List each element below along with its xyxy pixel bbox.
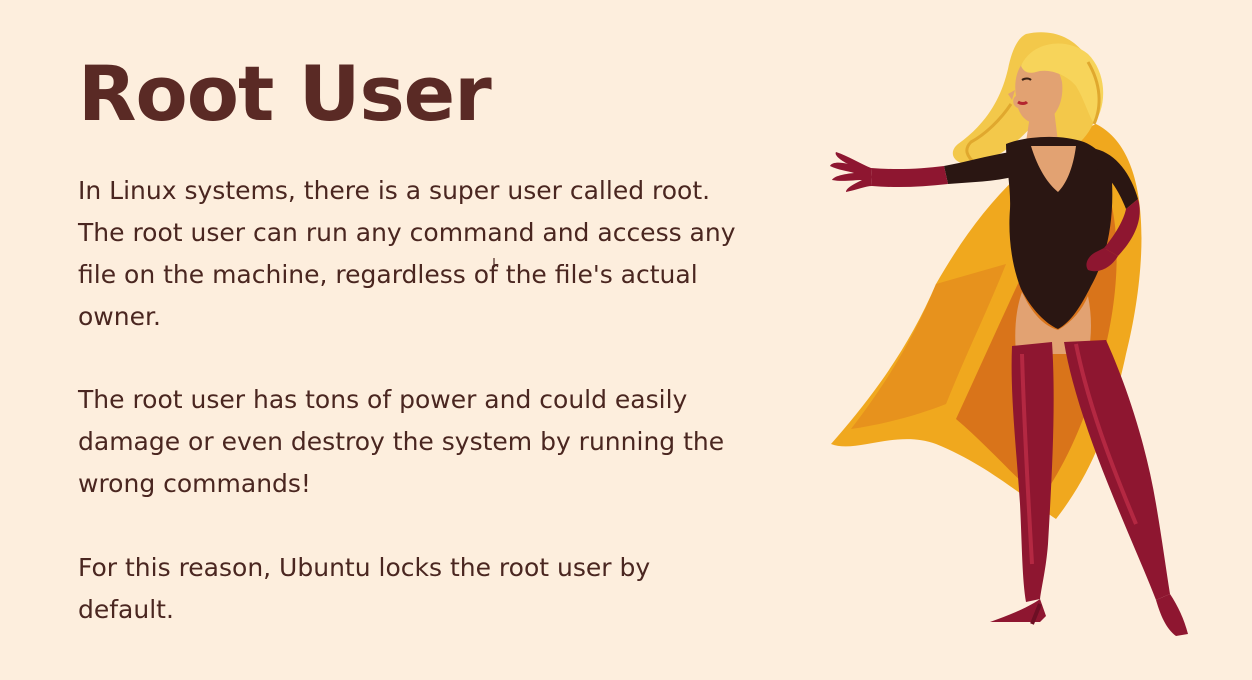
bodysuit: [1006, 136, 1113, 329]
arm-hip: [1096, 149, 1138, 209]
cape-shade: [851, 264, 1006, 429]
hand-hip: [1086, 248, 1118, 272]
text-cursor-icon: [493, 258, 499, 268]
hand-extended: [830, 152, 872, 192]
paragraph-ubuntu-lock: For this reason, Ubuntu locks the root u…: [78, 553, 651, 624]
slide-title: Root User: [78, 49, 492, 138]
paragraph-root-power: The root user has tons of power and coul…: [78, 385, 725, 498]
face: [1013, 59, 1063, 124]
hair-front: [1021, 43, 1104, 125]
superhero-woman-illustration: [830, 32, 1188, 636]
arm-extended: [944, 152, 1016, 184]
paragraph-root-definition: In Linux systems, there is a super user …: [78, 176, 736, 331]
